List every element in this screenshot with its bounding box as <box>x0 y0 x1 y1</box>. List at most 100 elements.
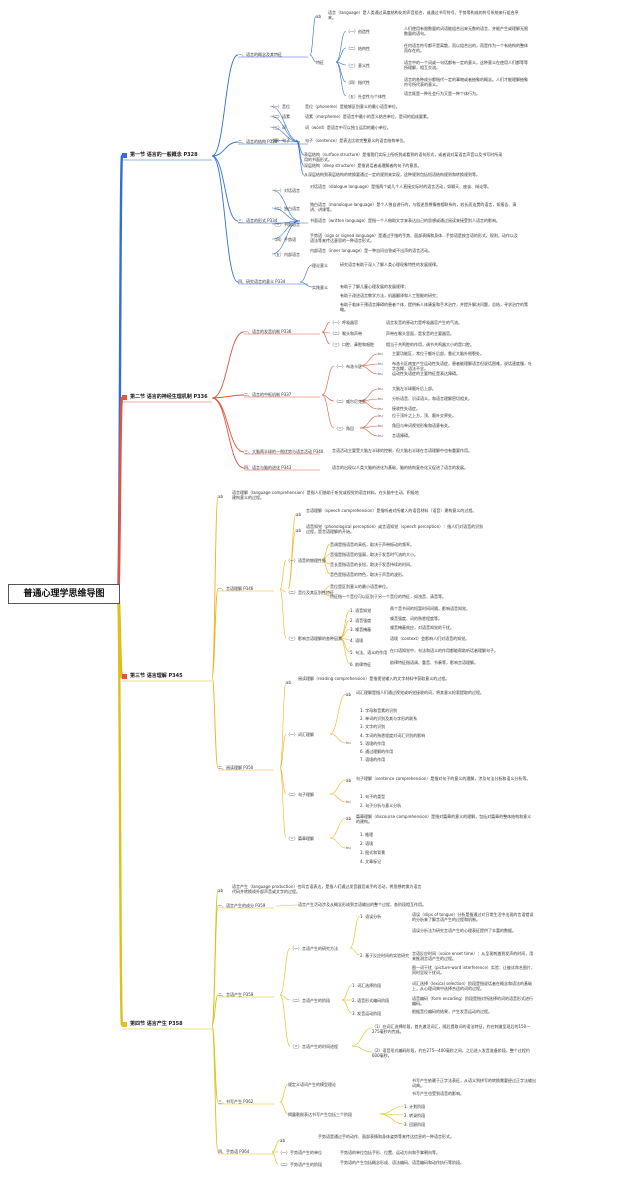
mindmap-node: 图—词干扰（picture-word interference）实验：让被试命名… <box>412 965 535 975</box>
mindmap-node: 言语理解（speech comprehension）是指听者对所输入的语音材料（… <box>306 508 477 513</box>
stage-key: 1. 词汇选择阶段 <box>352 983 382 988</box>
mindmap-link <box>335 47 347 63</box>
section-title: 第四节 语言产生 P358 <box>130 1021 183 1027</box>
branch-link <box>211 54 239 157</box>
mindmap-node: 有助于临床干预语言障碍的患者个体，提供新人体康复和手术治疗，并提升解决问题，总结… <box>340 302 528 312</box>
mindmap-node: 研究语言有助于深入了解人类心理现象特性的发展规律。 <box>340 262 440 267</box>
mindmap-node: 书面语言（written language）是指一个人借助文字来表达自己的思想或… <box>310 218 501 223</box>
branch-link <box>211 994 219 1026</box>
mindmap-node: 3. 文字的识别 <box>360 724 386 730</box>
group-key: 规定义语词产生的模型理论 <box>288 1082 336 1087</box>
mindmap-link <box>379 1105 405 1115</box>
mindmap-link <box>279 588 287 593</box>
branch-node: 三、大脑两半球的一侧优势与语言活动 P340 <box>244 449 324 454</box>
mindmap-link <box>279 994 291 1047</box>
mindmap-node: 根据音位编码的结果，产生发音运动的过程。 <box>412 1009 492 1014</box>
mindmap-node: 书写产生也受到语音的影响。 <box>412 1091 464 1096</box>
mindmap-node: 3. 回顾阶段 <box>404 1122 426 1127</box>
mindmap-node: 表层结构（surface structure）是指我们实际上所听到或看到的语句形… <box>304 152 503 162</box>
group-key: （二）句子理解 <box>286 792 314 797</box>
section-title: 第一节 语言的一般概念 P328 <box>130 152 198 158</box>
mindmap-link <box>321 394 335 429</box>
abbr-tag: ab <box>316 14 321 19</box>
group-key: （三）影响言语理解的各种因素 <box>286 636 342 641</box>
branch-link <box>211 1024 219 1103</box>
branch-link <box>211 676 219 769</box>
root-node: 普通心理学思维导图 <box>8 584 120 604</box>
mindmap-node: 音强是指语音的强弱，取决于发音时气流的大小。 <box>330 552 418 557</box>
branch-node: 四、手势语 P364 <box>218 1149 250 1154</box>
form-key: （三）书面语言 <box>272 222 300 227</box>
mindmap-node: 韵律特征指语调、重音、节奏等，影响言语理解。 <box>390 660 478 665</box>
mindmap-link <box>335 61 347 66</box>
mindmap-link <box>295 139 305 176</box>
abbr-tag: ab <box>296 528 301 533</box>
mindmap-link <box>271 207 301 222</box>
flag-icon <box>122 395 127 400</box>
mindmap-node: 语言发音的原动力是呼吸器官产生的气流。 <box>386 320 462 325</box>
mindmap-link <box>309 54 317 63</box>
mindmap-node: 音长是指语音的长短，取决于发音持续的时间。 <box>330 562 414 567</box>
mindmap-link <box>279 733 287 769</box>
mindmap-node: 1. 句子的类型 <box>360 794 386 799</box>
meaning-key: 理论意义 <box>312 263 328 268</box>
struct-key: （一）音位 <box>270 104 290 109</box>
mindmap-node: 句子（sentence）是表达比较完整意义的语言结构单位。 <box>305 138 408 143</box>
mindmap-node: 2. 单词的识别及其与字形的联系 <box>360 716 418 722</box>
node-tag: lru <box>378 407 383 411</box>
mindmap-node: 人们使用有限数量的词语能组合出来无数的语言，并能产生或理解无限数量的语句。 <box>404 26 528 36</box>
mindmap-node: 3. 图式和背景 <box>360 850 386 855</box>
mindmap-link <box>271 1151 279 1165</box>
flag-icon <box>122 1022 127 1027</box>
mindmap-node: 音色是指语音的特色，取决于声音的波形。 <box>330 572 406 577</box>
group-key: （三）言语产生的时间进程 <box>290 1044 338 1049</box>
mindmap-node: 词（word）是语言中可以独立运用的最小单位。 <box>305 125 391 130</box>
pron-key: （二）喉头和声带 <box>330 331 362 336</box>
mindmap-link <box>287 529 297 590</box>
abbr-tag: ab <box>346 816 351 821</box>
mindmap-link <box>271 220 301 255</box>
feature-key: （四）指代性 <box>346 80 370 85</box>
mindmap-node: 两个音节间的短暂时间间隔，影响语音知觉。 <box>390 606 470 611</box>
mindmap-node: 从深层结构到表层结构的转换要通过一定的规则来实现，这种规则包括短语结构规则和转换… <box>304 172 480 177</box>
mindmap-node: （2）语音形式编码阶段，约在275—400毫秒之间，之后进入发音准备阶段，整个过… <box>372 1048 530 1058</box>
group-key: 揭露歌剧表达书写产生包括三个阶段 <box>288 1112 352 1117</box>
mindmap-link <box>359 363 379 367</box>
branch-node: 四、研究语言的意义 P334 <box>238 279 286 284</box>
mindmap-link <box>359 427 379 437</box>
flag-icon <box>122 674 127 679</box>
abbr-tag: ab <box>346 692 351 697</box>
mindmap-node: 语误分析法为研究言语产生的心理表征提供了丰富的数据。 <box>412 928 516 933</box>
branch-node: 三、语言的形式 P334 <box>238 218 278 223</box>
mindmap-node: 5. 语境的作用 <box>360 740 386 746</box>
node-tag: lru <box>346 741 351 745</box>
mindmap-link <box>271 1139 281 1153</box>
mindmap-link <box>299 264 313 283</box>
branch-link <box>211 588 219 678</box>
pron-key: （一）呼吸器官 <box>330 320 358 325</box>
branch-link <box>211 397 245 453</box>
mindmap-link <box>271 189 301 222</box>
mindmap-node: 2. 转录阶段 <box>404 1113 426 1118</box>
mindmap-node: 词汇选择（lexical selection）阶段是指说话者在概念和语法的基础上… <box>412 981 532 991</box>
mindmap-link <box>379 1113 405 1125</box>
mindmap-link <box>351 1027 373 1047</box>
mindmap-node: 语言理解（language comprehension）是指人们借助于听觉或视觉… <box>232 490 419 500</box>
node-tag: lru <box>378 414 383 418</box>
group-key: （三）篇章理解 <box>286 836 314 841</box>
feature-label: 特征 <box>316 60 324 65</box>
central-key: （三）角回 <box>334 426 354 431</box>
mindmap-node: 言语活动主要受大脑左半球的控制，但大脑右半球在言语理解中也有重要作用。 <box>332 448 472 453</box>
form-key: （五）内部语言 <box>272 252 300 257</box>
mindmap-link <box>321 331 331 345</box>
mindmap-node: 分析语音、识读语义，和语言理解密切相关。 <box>392 396 472 401</box>
mindmap-node: 声带在喉头里面，是发音的主要器官。 <box>386 331 454 336</box>
mindmap-node: 有助于了解儿童心理发展的发展规律； <box>340 284 408 289</box>
mindmap-link <box>279 947 291 996</box>
mindmap-node: 大脑左半球颞叶后上部。 <box>392 386 436 391</box>
mindmap-node: 语境（context）会影响人们对语音的知觉。 <box>390 636 470 641</box>
flag-icon <box>122 153 127 158</box>
factor-key: 3. 噪音掩蔽 <box>350 627 372 632</box>
mindmap-node: 语言的出现以人类大脑的进化为基础，脑的结构复杂化又促进了语言的发展。 <box>332 465 468 470</box>
